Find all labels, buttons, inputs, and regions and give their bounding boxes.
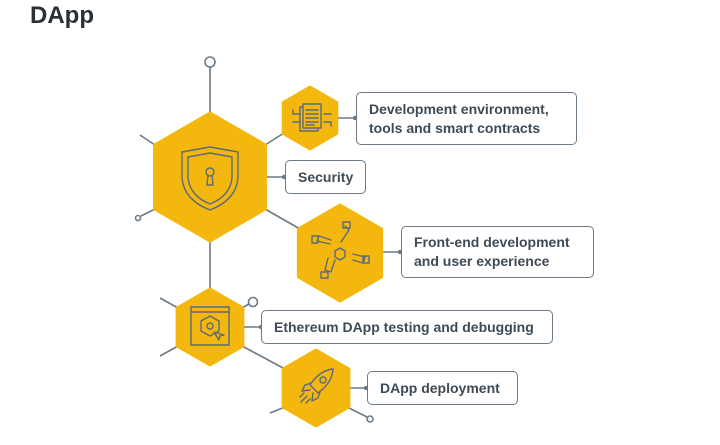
connector [264, 208, 301, 230]
node-box-security: Security [285, 160, 366, 194]
node-box-development: Development environment, tools and smart… [356, 92, 577, 145]
node-label: Front-end development and user experienc… [414, 234, 570, 269]
node-box-testing: Ethereum DApp testing and debugging [261, 310, 553, 344]
connector [264, 132, 285, 146]
browser-gear-icon [190, 306, 230, 346]
node-label: Security [298, 168, 354, 185]
page-title: DApp [30, 2, 94, 29]
node-box-frontend: Front-end development and user experienc… [401, 226, 594, 278]
document-circuit-icon [292, 103, 332, 132]
node-circle [366, 415, 374, 423]
node-box-deployment: DApp deployment [367, 371, 518, 405]
node-label: Development environment, tools and smart… [369, 100, 549, 136]
connector [241, 345, 286, 370]
hex-security [153, 111, 267, 243]
connector [159, 345, 179, 357]
node-label: Ethereum DApp testing and debugging [274, 318, 534, 335]
node-circle [134, 214, 142, 222]
node-label: DApp deployment [380, 379, 500, 396]
rocket-icon [299, 368, 334, 404]
hands-cube-icon [311, 221, 370, 279]
hex-deployment [281, 348, 351, 428]
hex-testing [175, 287, 245, 367]
shield-keyhole-icon [181, 146, 239, 211]
connector [346, 406, 368, 418]
connector [140, 208, 156, 217]
connector [159, 297, 179, 309]
hex-frontend [296, 203, 384, 303]
node-circle [247, 296, 259, 308]
connector [139, 134, 156, 146]
node-circle [204, 56, 216, 68]
connector-lines [134, 56, 401, 423]
